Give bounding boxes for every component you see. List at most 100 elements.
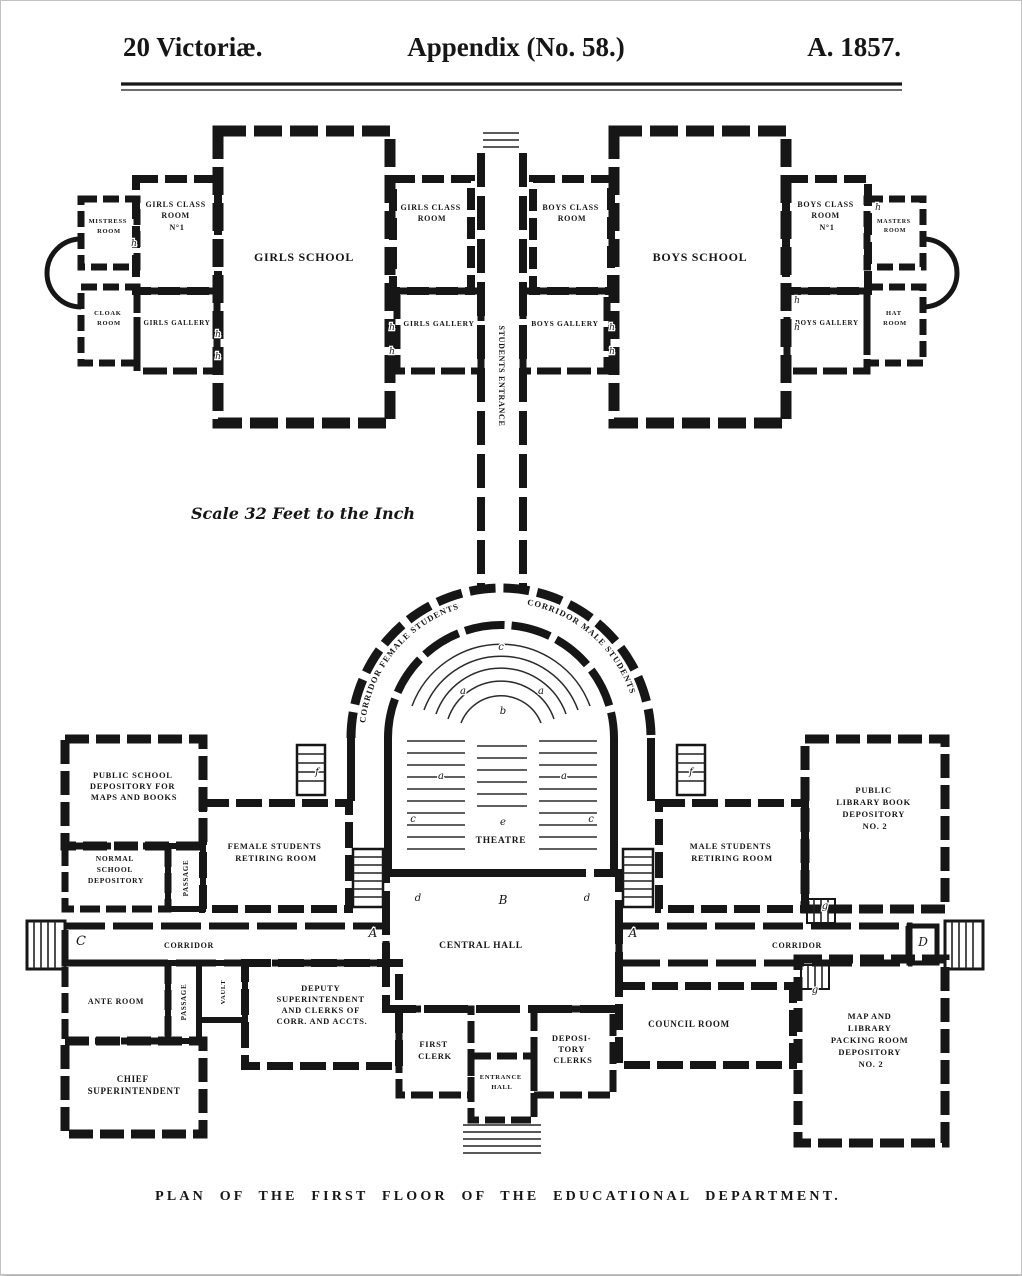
room-girls-gallery-west [133,287,221,375]
room-boys-class-west [529,175,615,295]
theatre-seating [407,643,597,850]
header-center: Appendix (No. 58.) [407,32,625,62]
room-label-first-clerk: FIRST CLERK [418,1039,452,1061]
marker-g-2: g [812,985,818,996]
room-label-public-school-depository: PUBLIC SCHOOL DEPOSITORY FOR MAPS AND BO… [90,770,178,802]
room-label-girls-class-no1: GIRLS CLASS ROOM N°1 [145,200,208,232]
marker-h-7: h [609,347,615,357]
stair-a-east [621,847,655,909]
marker-f-1: f [314,767,321,778]
marker-e-1: e [500,817,506,828]
header-left: 20 Victoriæ. [123,32,262,62]
room-label-mistress: MISTRESS ROOM [89,218,130,235]
room-chief-superintendent [60,1036,208,1139]
marker-a-1: a [460,686,466,697]
room-mistress [77,195,141,271]
marker-h-8: h [794,296,800,306]
room-boys-school [608,125,792,429]
marker-d-east: D [917,935,928,949]
marker-h-5: h [389,347,395,357]
room-label-corridor-west: CORRIDOR [164,941,214,950]
room-girls-class-east [389,175,475,295]
room-label-boys-class-no1: BOYS CLASS ROOM N°1 [797,200,856,232]
marker-h-10: h [875,203,881,213]
marker-c-3: c [588,814,594,825]
room-label-council: COUNCIL ROOM [648,1019,730,1029]
room-label-cloak: CLOAK ROOM [94,310,124,327]
marker-b-1: b [500,706,506,717]
stair-g-south [800,964,830,990]
room-label-normal-school-depository: NORMAL SCHOOL DEPOSITORY [88,854,144,885]
west-staircase [25,919,67,971]
room-label-passage-south: PASSAGE [180,984,188,1021]
marker-a-stair-west: A [368,926,378,940]
header-right: A. 1857. [807,32,901,62]
room-boys-gallery-east [783,287,871,375]
room-map-packing [793,954,950,1148]
marker-a-stair-east: A [628,926,638,940]
room-female-retiring [199,799,353,913]
room-label-hat: HAT ROOM [883,310,907,327]
marker-h-3: h [215,352,221,362]
theatre-inner-arc [384,621,618,739]
room-label-chief-superintendent: CHIEF SUPERINTENDENT [88,1074,181,1096]
walls-top-wings [44,125,960,429]
room-label-girls-gallery-east: GIRLS GALLERY [403,319,474,328]
room-label-ante: ANTE ROOM [88,997,144,1006]
north-entrance-steps [483,132,519,148]
plan-caption: PLAN OF THE FIRST FLOOR OF THE EDUCATION… [155,1189,841,1204]
walls-lower-block [60,734,950,1148]
corridor-outer-arc [346,583,656,739]
room-label-girls-class-east: GIRLS CLASS ROOM [400,203,463,223]
room-girls-school [212,125,396,429]
room-label-female-retiring: FEMALE STUDENTS RETIRING ROOM [228,841,325,863]
stair-g-north [806,898,836,924]
marker-g-1: g [822,901,828,912]
walls-students-entrance-corridor [477,153,527,593]
room-label-girls-school: GIRLS SCHOOL [254,250,354,264]
bow-window-west [44,236,82,310]
room-girls-class-no1 [132,175,222,295]
room-label-male-retiring: MALE STUDENTS RETIRING ROOM [690,841,774,863]
room-masters [863,195,927,271]
room-depository-clerks [530,1005,617,1099]
marker-d-2: d [584,893,590,904]
room-council [615,982,797,1069]
room-public-library-depository [800,734,950,914]
room-label-boys-gallery-east: BOYS GALLERY [795,319,859,327]
marker-h-6: h [609,323,615,333]
stair-a-west [351,847,385,909]
landing-box-d [906,923,940,966]
marker-d-1: d [415,893,421,904]
bow-window-east [922,236,960,310]
marker-c-west: C [76,934,86,949]
marker-c-1: c [498,642,504,653]
room-boys-class-no1 [782,175,872,295]
marker-h-9: h [794,323,800,333]
room-label-central-hall: CENTRAL HALL [439,941,523,951]
marker-f-2: f [688,767,695,778]
room-first-clerk [395,1005,475,1099]
marker-c-2: c [410,814,416,825]
room-girls-gallery-east [393,287,485,375]
marker-h-2: h [215,330,221,340]
room-label-entrance-hall: ENTRANCE HALL [480,1074,524,1091]
room-label-students-entrance: STUDENTS ENTRANCE [497,325,506,426]
marker-a-2: a [538,686,544,697]
marker-a-3: a [438,771,444,782]
room-label-public-library-depository: PUBLIC LIBRARY BOOK DEPOSITORY NO. 2 [836,785,913,831]
corridor-west-walls [61,922,390,967]
south-entrance-steps [463,1124,541,1154]
stair-f-west [295,743,327,797]
east-staircase [943,919,985,971]
room-label-boys-school: BOYS SCHOOL [653,250,748,264]
room-label-corridor-east: CORRIDOR [772,941,822,950]
walls-theatre [346,583,656,877]
room-label-deputy-superintendent: DEPUTY SUPERINTENDENT AND CLERKS OF CORR… [276,983,367,1026]
marker-b-central: B [498,893,508,907]
room-label-boys-class-west: BOYS CLASS ROOM [542,203,601,223]
marker-h-1: h [131,239,137,249]
room-label-vault: VAULT [220,980,227,1005]
